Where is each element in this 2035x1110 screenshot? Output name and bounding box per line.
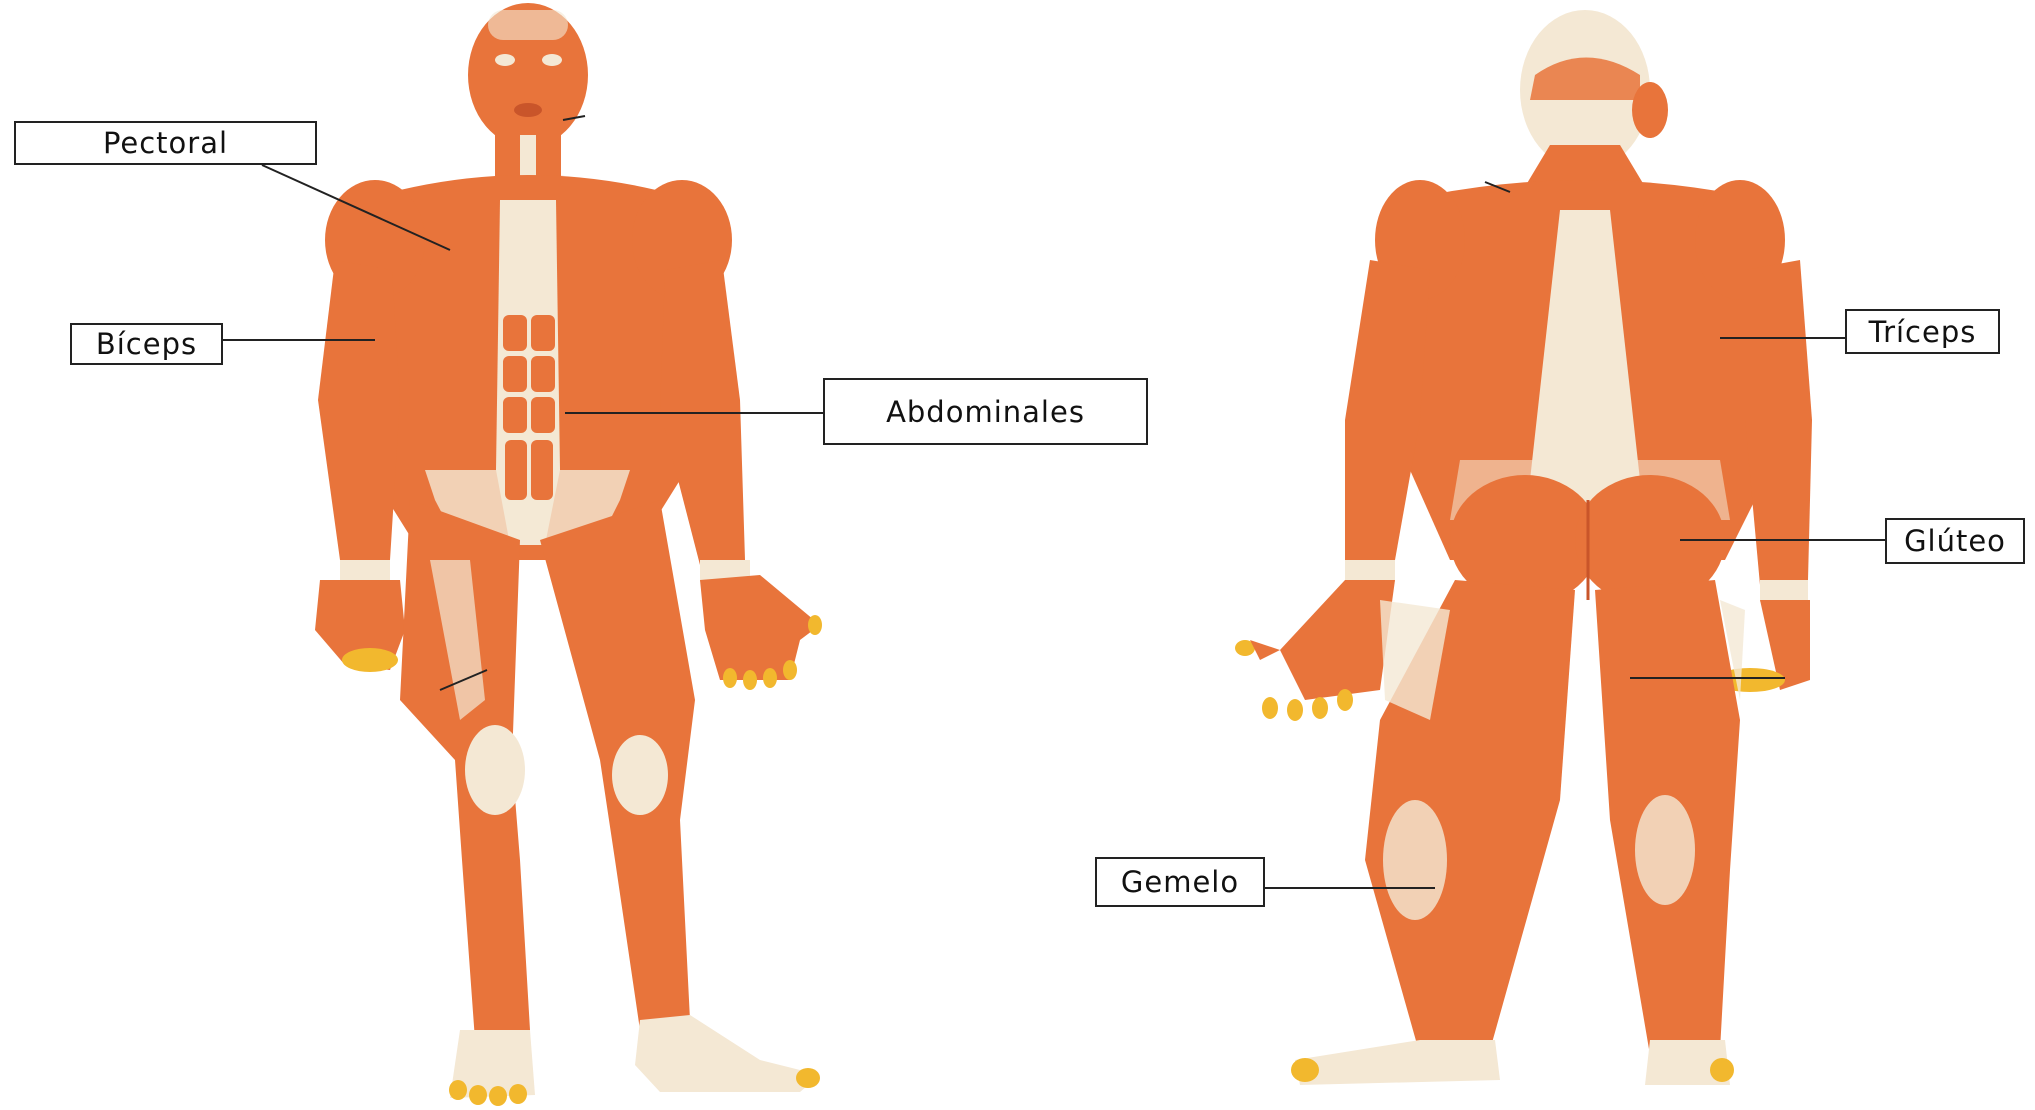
front-right-foot — [635, 1015, 820, 1092]
back-right-arm — [1745, 260, 1812, 585]
gemelo-label: Gemelo — [1095, 857, 1265, 907]
pectoral-label: Pectoral — [14, 121, 317, 165]
back-left-hand — [1280, 580, 1395, 700]
biceps-label: Bíceps — [70, 323, 223, 365]
front-left-arm — [318, 260, 400, 560]
triceps-label: Tríceps — [1845, 309, 2000, 354]
back-left-arm — [1345, 260, 1430, 560]
front-body-figure — [315, 3, 822, 1106]
abdominales-label: Abdominales — [823, 378, 1148, 445]
back-body-figure — [1235, 10, 1812, 1085]
gluteo-label: Glúteo — [1885, 518, 2025, 564]
front-right-hand — [700, 575, 820, 680]
back-left-foot — [1295, 1040, 1500, 1085]
